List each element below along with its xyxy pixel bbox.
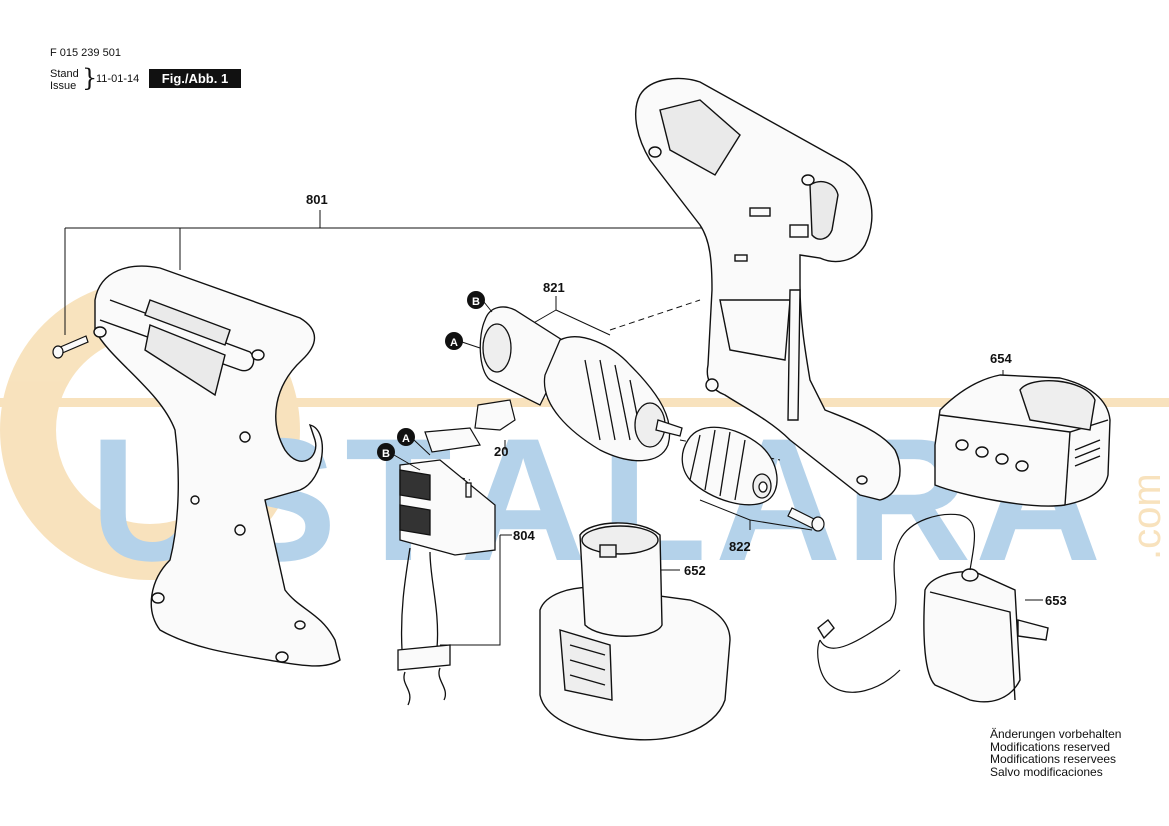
switch-804	[397, 459, 496, 706]
issue-label: Issue	[50, 80, 77, 92]
callout-821: 821	[543, 280, 565, 295]
brace-icon: }	[82, 64, 98, 92]
marker-a-label: A	[402, 433, 410, 445]
chuck-822	[681, 426, 778, 506]
callout-labels: 801 821 20 804 822 652 654 653	[306, 192, 1067, 608]
marker-b-label: B	[382, 448, 390, 460]
motor-gearbox-821	[479, 306, 683, 462]
marker-b-switch: B	[377, 443, 395, 461]
marker-leaders-top	[461, 301, 493, 349]
marker-b-label: B	[472, 296, 480, 308]
callout-654: 654	[990, 351, 1012, 366]
doc-number: F 015 239 501	[50, 47, 121, 59]
leader-821	[555, 296, 611, 336]
marker-b-top: B	[467, 291, 485, 309]
callout-822: 822	[729, 539, 751, 554]
housing-left	[93, 265, 341, 667]
alignment-dashed	[609, 299, 701, 331]
callout-652: 652	[684, 563, 706, 578]
screw-801	[52, 335, 89, 359]
stand-label: Stand	[50, 68, 79, 80]
issue-date: 11-01-14	[96, 73, 140, 85]
leader-804-conn	[440, 535, 501, 646]
housing-right	[635, 77, 901, 501]
note-line: Änderungen vorbehalten	[990, 727, 1122, 741]
modification-notes: Änderungen vorbehalten Modifications res…	[990, 728, 1121, 778]
watermark-suffix: .com	[1125, 473, 1169, 560]
note-line: Modifications reservees	[990, 752, 1117, 766]
switch-slide-20	[424, 399, 516, 453]
marker-a-top: A	[445, 332, 463, 350]
marker-a-switch: A	[397, 428, 415, 446]
battery-652	[539, 522, 731, 741]
screw-822	[787, 507, 825, 532]
callout-804: 804	[513, 528, 535, 543]
callout-653: 653	[1045, 593, 1067, 608]
note-line: Modifications reserved	[990, 739, 1111, 754]
callout-20: 20	[494, 444, 508, 459]
charger-654	[934, 374, 1111, 507]
figure-label: Fig./Abb. 1	[149, 69, 241, 88]
marker-leaders	[393, 439, 431, 471]
note-line: Salvo modificaciones	[990, 764, 1103, 779]
leader-822-b	[749, 519, 813, 531]
adapter-653	[817, 513, 1049, 703]
marker-a-label: A	[450, 337, 458, 349]
callout-801: 801	[306, 192, 328, 207]
